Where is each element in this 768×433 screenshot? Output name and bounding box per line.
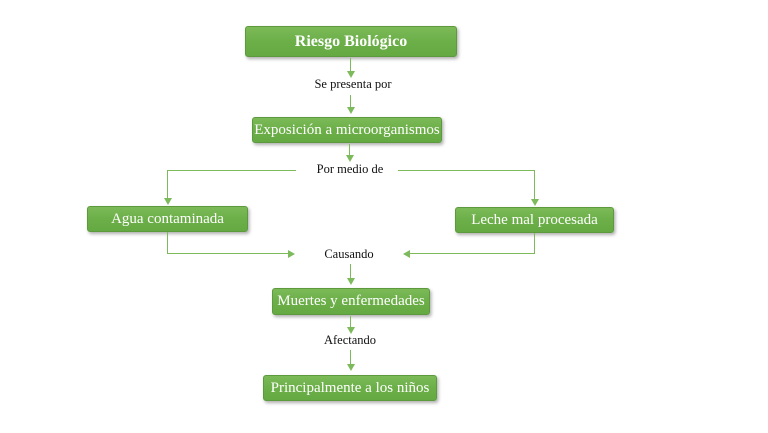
connector-leche-out-horizontal [410, 253, 535, 254]
connector-muertes-to-label [350, 316, 351, 327]
arrowhead-left-icon [403, 249, 410, 258]
arrowhead-down-icon [530, 199, 539, 206]
connector-label-to-ninos [350, 350, 351, 364]
arrowhead-down-icon [346, 327, 355, 334]
arrowhead-down-icon [346, 364, 355, 371]
arrowhead-down-icon [345, 155, 354, 162]
edge-label-causando[interactable]: Causando [320, 247, 378, 262]
arrowhead-down-icon [346, 278, 355, 285]
connector-riesgo-to-label [350, 58, 351, 71]
node-muertes-enfermedades[interactable]: Muertes y enfermedades [272, 288, 430, 315]
edge-label-afectando[interactable]: Afectando [319, 333, 381, 348]
node-agua-contaminada[interactable]: Agua contaminada [87, 206, 248, 232]
connector-leche-out-vertical [534, 233, 535, 254]
node-principalmente-ninos[interactable]: Principalmente a los niños [263, 375, 437, 401]
arrowhead-down-icon [346, 71, 355, 78]
node-leche-mal-procesada[interactable]: Leche mal procesada [455, 207, 614, 233]
node-riesgo-biologico[interactable]: Riesgo Biológico [245, 26, 457, 57]
arrowhead-down-icon [346, 107, 355, 114]
edge-label-por-medio-de[interactable]: Por medio de [312, 162, 388, 177]
arrowhead-right-icon [288, 249, 295, 258]
connector-causando-to-muertes [350, 264, 351, 278]
connector-rail-left [167, 170, 296, 171]
connector-exposicion-to-label [349, 144, 350, 155]
connector-agua-out-horizontal [167, 253, 288, 254]
connector-drop-leche [534, 170, 535, 199]
connector-rail-right [398, 170, 535, 171]
arrowhead-down-icon [163, 198, 172, 205]
connector-agua-out-vertical [167, 232, 168, 254]
node-exposicion-microorganismos[interactable]: Exposición a microorganismos [252, 117, 442, 143]
edge-label-se-presenta-por[interactable]: Se presenta por [310, 77, 396, 92]
connector-label-to-exposicion [350, 95, 351, 107]
connector-drop-agua [167, 170, 168, 198]
